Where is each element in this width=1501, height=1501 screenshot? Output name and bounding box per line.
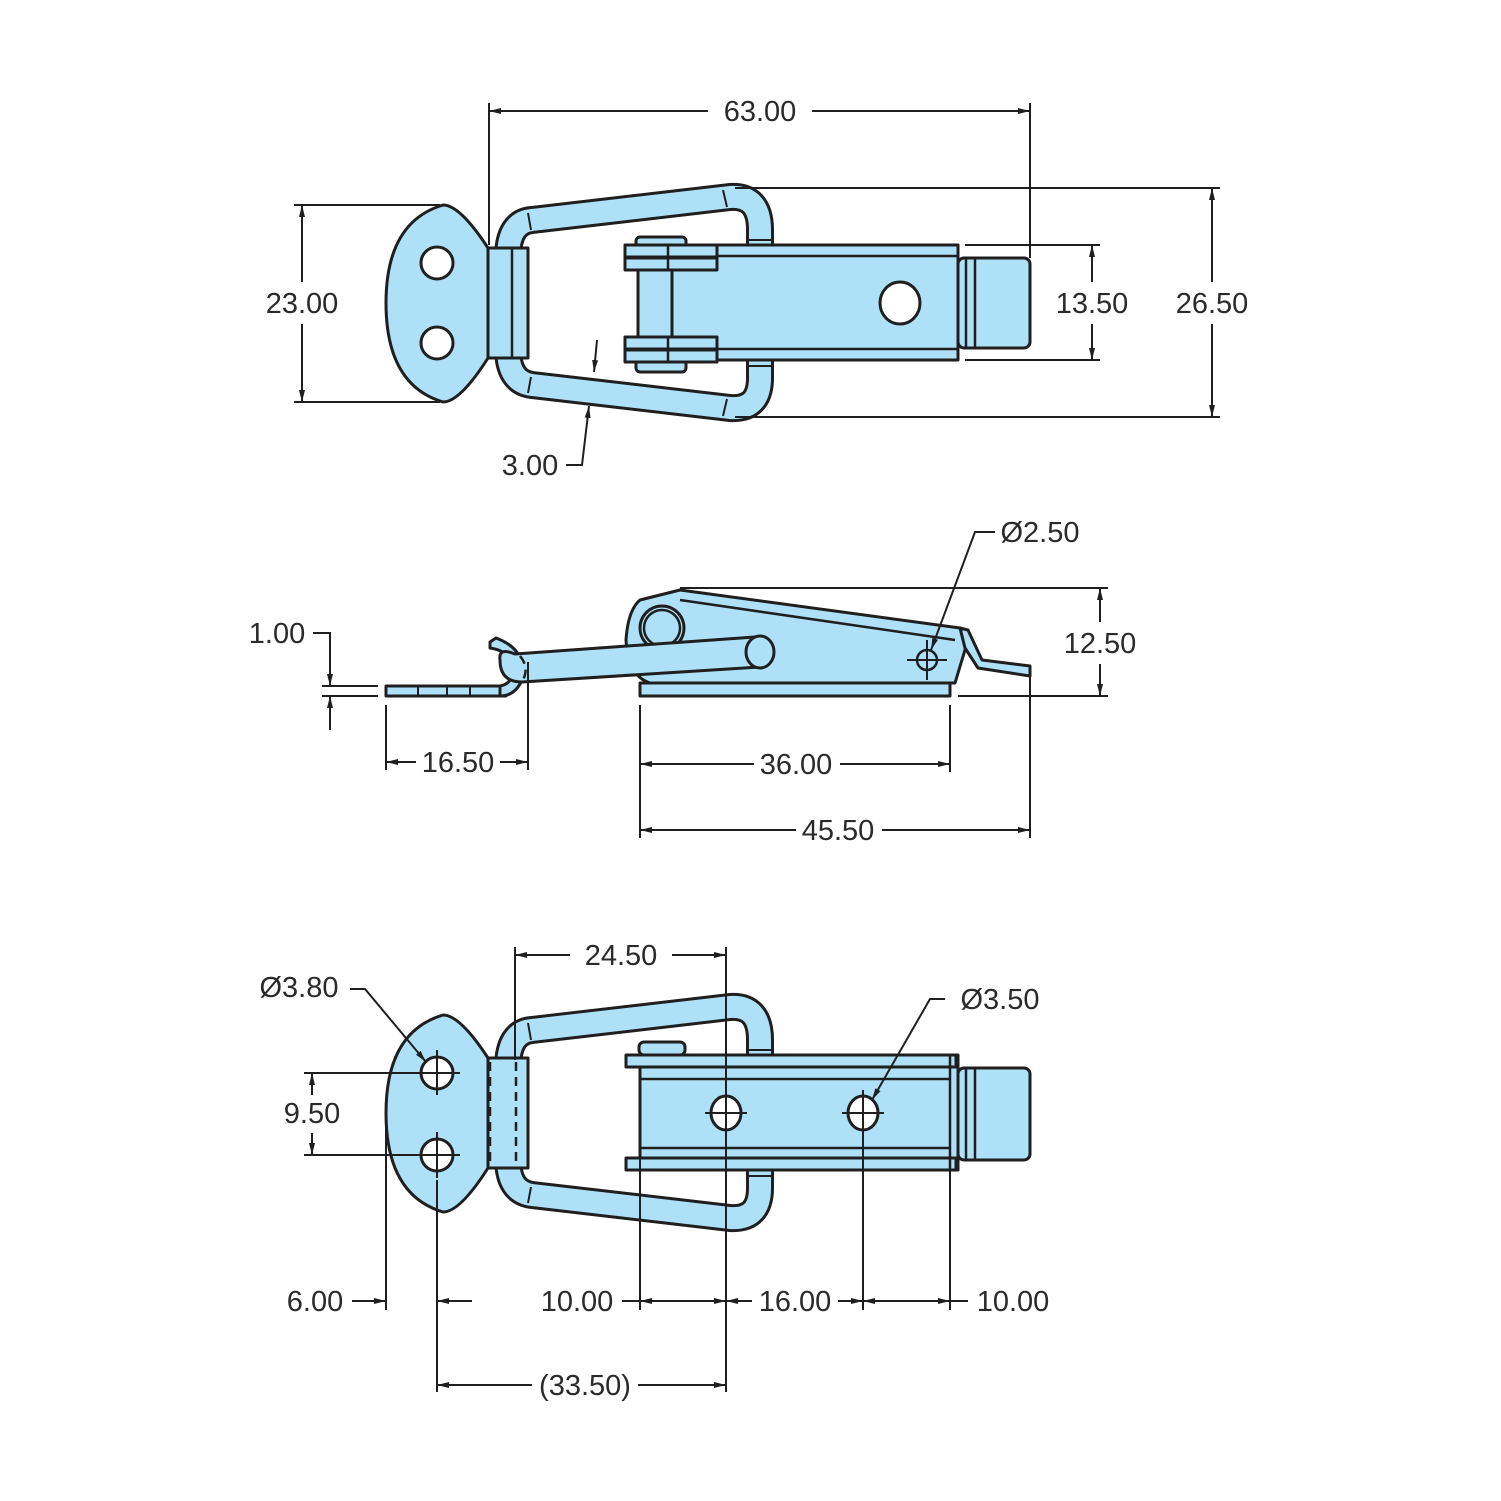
dim-body-width: 13.50 <box>1056 288 1129 320</box>
plate-hole <box>419 325 455 361</box>
dim-plate-height: 23.00 <box>266 288 339 320</box>
dim-wire-diameter: 3.00 <box>502 450 558 482</box>
pivot-hole-crosshair <box>907 640 947 680</box>
latch-base <box>638 681 952 698</box>
dim-body-hole-diameter: Ø3.50 <box>961 984 1040 1016</box>
dim-hole-spacing: 9.50 <box>284 1098 340 1130</box>
latch-hole <box>878 280 922 326</box>
dim-plate-hole-diameter: Ø3.80 <box>260 972 339 1004</box>
dim-height: 12.50 <box>1064 628 1137 660</box>
side-view: 12.50 Ø2.50 1.00 16.50 36.00 45.50 <box>249 517 1137 847</box>
latch-tab <box>956 256 1032 350</box>
latch-tab <box>956 1066 1032 1162</box>
mounting-plate <box>384 203 490 404</box>
dim-pivot-hole-diameter: Ø2.50 <box>1001 517 1080 549</box>
dim-loop-offset: 24.50 <box>585 940 658 972</box>
dim-reference-length: (33.50) <box>539 1370 631 1402</box>
dim-total-length: 45.50 <box>802 815 875 847</box>
dim-body-start: 10.00 <box>541 1286 614 1318</box>
latch-body-bottom <box>638 1053 960 1172</box>
dim-plate-thickness: 1.00 <box>249 618 305 650</box>
dim-plate-edge-offset: 6.00 <box>287 1286 343 1318</box>
top-view: 63.00 26.50 13.50 23.00 3.00 <box>266 96 1249 482</box>
latch-tab-side <box>958 626 1032 678</box>
dim-body-hole-spacing: 16.00 <box>759 1286 832 1318</box>
body-hole-crosshair <box>705 1090 884 1135</box>
dim-overall-width: 26.50 <box>1176 288 1249 320</box>
dim-overall-length: 63.00 <box>724 96 797 128</box>
dim-body-end: 10.00 <box>977 1286 1050 1318</box>
dim-base-length: 36.00 <box>760 749 833 781</box>
dim-plate-reach: 16.50 <box>422 747 495 779</box>
pin-link <box>636 266 674 340</box>
plate-hole <box>419 245 455 281</box>
bottom-view: 24.50 Ø3.80 Ø3.50 9.50 6.00 10.00 16.00 … <box>260 940 1050 1402</box>
plate-hole-crosshair <box>400 1050 460 1178</box>
wire-loop <box>494 182 774 423</box>
hinge-barrel <box>486 246 530 360</box>
